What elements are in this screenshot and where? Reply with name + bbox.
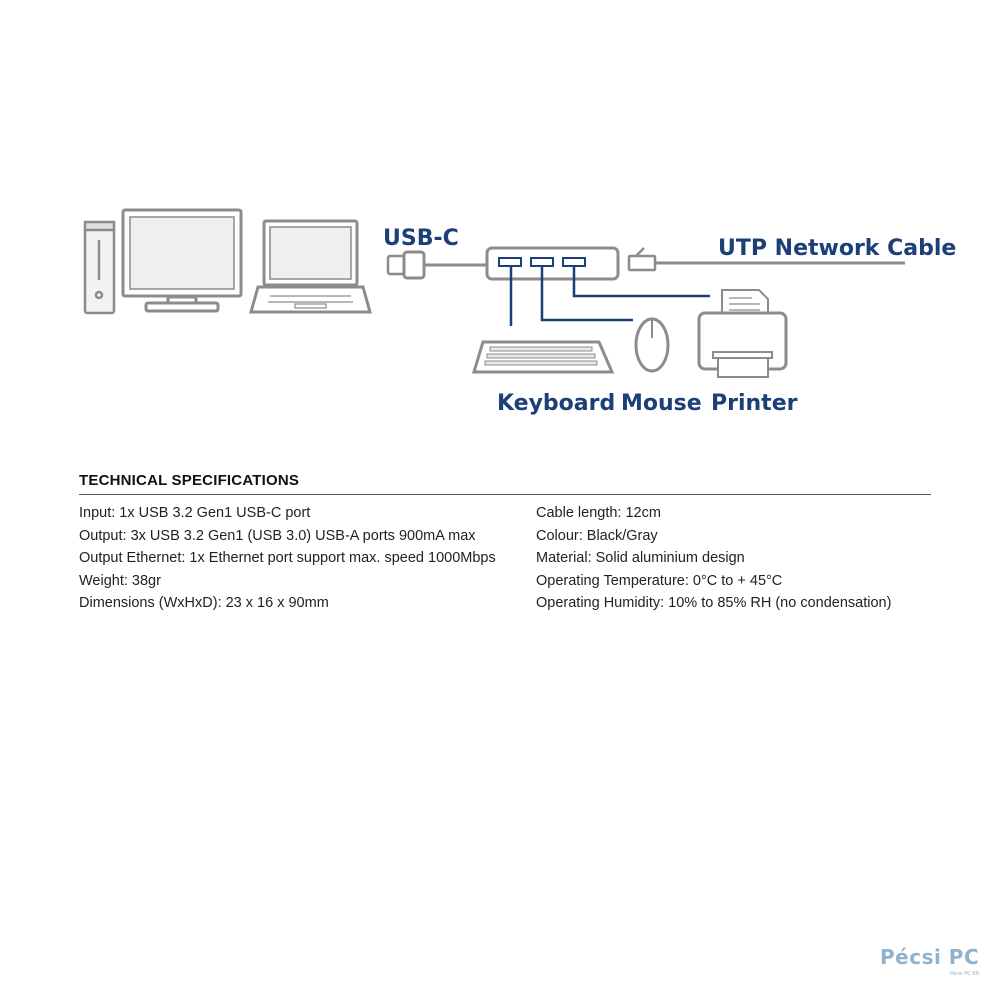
mouse-icon bbox=[634, 317, 670, 373]
spec-item: Output Ethernet: 1x Ethernet port suppor… bbox=[79, 550, 496, 566]
usb-hub-icon bbox=[485, 246, 620, 281]
monitor-icon bbox=[121, 208, 243, 313]
specs-columns: Input: 1x USB 3.2 Gen1 USB-C port Output… bbox=[79, 502, 931, 615]
spec-item: Weight: 38gr bbox=[79, 572, 161, 589]
printer-icon bbox=[697, 289, 788, 378]
spec-item: Cable length: 12cm bbox=[536, 505, 661, 521]
rj45-plug-icon bbox=[627, 247, 657, 272]
connector-lines bbox=[509, 266, 710, 326]
label-mouse: Mouse bbox=[621, 391, 702, 416]
spec-item: Colour: Black/Gray bbox=[536, 527, 658, 544]
spec-item: Material: Solid aluminium design bbox=[536, 550, 745, 566]
spec-item: Operating Temperature: 0°C to + 45°C bbox=[536, 572, 783, 589]
brand-subtext: Pécsi PC Kft. bbox=[950, 971, 981, 977]
desktop-tower-icon bbox=[83, 220, 116, 315]
brand-text: Pécsi PC bbox=[880, 945, 980, 969]
brand-watermark-logo: Pécsi PC Pécsi PC Kft. bbox=[880, 945, 985, 979]
spec-item: Operating Humidity: 10% to 85% RH (no co… bbox=[536, 595, 892, 611]
spec-item: Input: 1x USB 3.2 Gen1 USB-C port bbox=[79, 505, 311, 521]
spec-item: Dimensions (WxHxD): 23 x 16 x 90mm bbox=[79, 595, 329, 611]
specs-title: TECHNICAL SPECIFICATIONS bbox=[79, 472, 931, 495]
label-keyboard: Keyboard bbox=[497, 391, 615, 416]
label-network-cable: UTP Network Cable bbox=[718, 236, 956, 261]
specs-left-list: Input: 1x USB 3.2 Gen1 USB-C port Output… bbox=[79, 502, 536, 615]
specs-right-list: Cable length: 12cm Colour: Black/Gray Ma… bbox=[536, 502, 931, 615]
label-printer: Printer bbox=[711, 391, 798, 416]
technical-specifications: TECHNICAL SPECIFICATIONS Input: 1x USB 3… bbox=[79, 472, 931, 615]
usb-c-plug-icon bbox=[386, 250, 426, 280]
connection-diagram: USB-C UTP Network Cable Keyboard Mouse P… bbox=[83, 208, 956, 416]
label-usb-c: USB-C bbox=[383, 226, 459, 251]
spec-item: Output: 3x USB 3.2 Gen1 (USB 3.0) USB-A … bbox=[79, 527, 476, 544]
keyboard-icon bbox=[471, 340, 615, 374]
laptop-icon bbox=[249, 219, 372, 314]
